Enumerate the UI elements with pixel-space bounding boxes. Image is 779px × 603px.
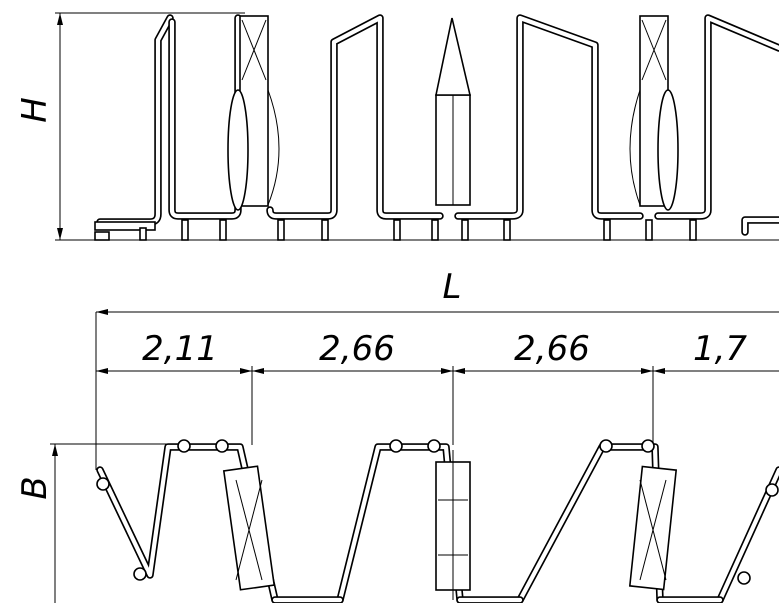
board-unit-center <box>435 17 472 206</box>
length-dimension: L <box>96 267 779 315</box>
width-label: B <box>15 476 55 499</box>
segment-dimensions: 2,11 2,66 2,66 1,7 <box>95 312 779 470</box>
plan-view: L 2,11 2,66 2,66 1,7 B <box>15 267 779 603</box>
segment-label-2: 2,66 <box>319 329 395 369</box>
plan-spring-2 <box>628 465 678 591</box>
height-dimension: H <box>15 12 245 241</box>
frame-3 <box>454 14 644 241</box>
frame-1 <box>94 14 242 241</box>
plan-board-center <box>435 450 471 600</box>
spring-unit-1 <box>227 15 280 211</box>
plan-spring-units <box>222 450 678 600</box>
frame-4 <box>654 14 779 236</box>
length-label: L <box>443 267 462 307</box>
segment-label-1: 2,11 <box>142 329 218 369</box>
segment-label-4: 1,7 <box>693 329 747 369</box>
frame-2 <box>266 14 444 241</box>
side-elevation: H <box>15 12 779 241</box>
spring-unit-2 <box>629 15 697 241</box>
height-label: H <box>15 97 55 123</box>
plan-spring-1 <box>222 465 276 591</box>
segment-label-3: 2,66 <box>514 329 590 369</box>
